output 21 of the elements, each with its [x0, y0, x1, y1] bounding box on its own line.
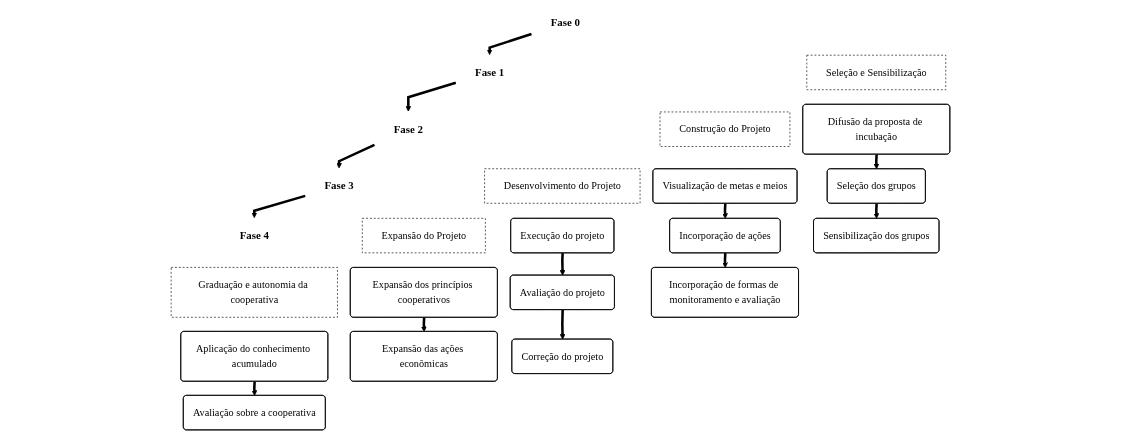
arrow [486, 32, 532, 55]
node-box: Expansão do Projeto [361, 218, 486, 254]
node-box: Seleção e Sensibilização [806, 54, 947, 91]
node-text: Fase 1 [474, 66, 505, 79]
arrow [722, 253, 728, 268]
arrow [559, 253, 566, 276]
node-box: Graduação e autonomia da cooperativa [170, 267, 338, 318]
node-text: Fase 2 [393, 122, 423, 136]
arrow [873, 203, 880, 219]
node-box: Construção do Projeto [659, 111, 791, 147]
node-text: Fase 3 [324, 179, 354, 192]
arrow [559, 309, 566, 340]
node-text: Fase 4 [239, 229, 269, 242]
arrow [251, 381, 258, 396]
arrow [336, 143, 375, 169]
arrow [251, 194, 306, 219]
arrow [405, 81, 457, 112]
arrow [722, 203, 728, 219]
node-text: Fase 0 [550, 16, 580, 29]
node-box: Desenvolvimento do Projeto [484, 168, 641, 204]
arrow [873, 154, 880, 170]
